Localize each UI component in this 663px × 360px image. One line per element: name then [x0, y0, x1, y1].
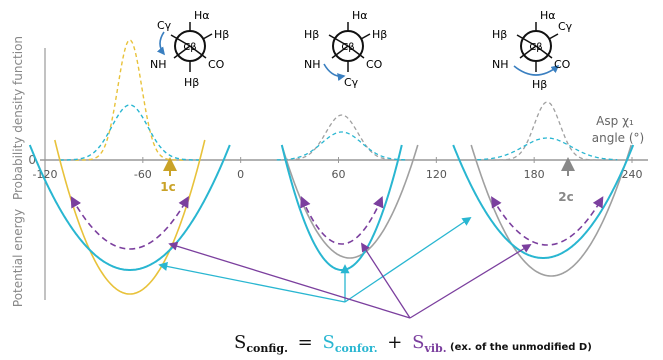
- energy-cyan-well2: [280, 144, 403, 271]
- energy-cyan-well1: [28, 144, 231, 271]
- x-tick-label: 120: [426, 168, 447, 181]
- x-tick-label: 240: [622, 168, 643, 181]
- newman-1-label-back-bottom: Hβ: [184, 76, 199, 89]
- marker-2c-label: 2c: [558, 190, 573, 204]
- pdf-gold-well1: [74, 39, 185, 161]
- x-axis-ticks: -120 -60 0 60 120 180 240: [33, 157, 643, 181]
- x-axis-label-line2: angle (°): [592, 131, 644, 145]
- equation-arrows: [158, 216, 532, 319]
- rotation-arrow-icon: [156, 31, 165, 56]
- equation-note: (ex. of the unmodified D): [450, 342, 592, 353]
- purple-arrow-2: [361, 242, 411, 319]
- rotation-arrow-icon: [323, 63, 346, 81]
- vib-level-well1: [70, 196, 189, 250]
- newman-2-label-back-bottom: Cγ: [344, 76, 359, 89]
- newman-1-label-front-left: NH: [150, 58, 167, 71]
- newman-1-label-back-right: Hβ: [214, 28, 229, 41]
- newman-projection-3: Hα Cγ Hβ NH CO Hβ Cβ: [492, 9, 573, 91]
- newman-1-label-center: Cβ: [183, 42, 196, 53]
- newman-1-label-back-top: Hα: [194, 9, 210, 22]
- newman-projection-1: Hα Hβ Cγ NH CO Hβ Cβ: [150, 9, 229, 89]
- marker-2c: 2c: [558, 157, 575, 204]
- newman-3-label-center: Cβ: [529, 42, 542, 53]
- purple-arrow-1: [168, 241, 411, 319]
- energy-gold-well1: [54, 139, 206, 295]
- rotation-arrow-icon: [513, 64, 560, 76]
- y-label-energy: Potential energy: [11, 209, 25, 307]
- pdf-gray-well2: [281, 114, 402, 161]
- vib-level-well3: [491, 196, 604, 246]
- x-tick-label: -120: [33, 168, 58, 181]
- x-tick-label: 60: [332, 168, 346, 181]
- cyan-arrow-3: [344, 216, 472, 303]
- y-label-probability: Probability density function: [11, 36, 25, 200]
- eq-S-confor: S: [322, 332, 334, 353]
- marker-1c: 1c: [160, 157, 177, 194]
- eq-vib-sub: vib.: [423, 342, 446, 355]
- vib-level-well2: [300, 195, 384, 245]
- newman-2-label-front-left: NH: [304, 58, 321, 71]
- x-axis-label-line1: Asp χ₁: [596, 114, 634, 128]
- pdf-cyan-well2: [276, 131, 407, 161]
- energy-cyan-well3: [452, 144, 635, 259]
- newman-3-label-front-left-top: Hβ: [492, 28, 507, 41]
- newman-3-label-front-left: NH: [492, 58, 509, 71]
- newman-projection-2: Hα Hβ Hβ NH CO Cγ Cβ: [304, 9, 387, 89]
- purple-arrow-3: [409, 244, 532, 319]
- x-tick-label: -60: [134, 168, 152, 181]
- eq-plus: +: [387, 332, 402, 353]
- newman-2-label-back-top: Hα: [352, 9, 368, 22]
- newman-3-label-back-bottom: Hβ: [532, 78, 547, 91]
- newman-2-label-front-right: CO: [366, 58, 383, 71]
- x-tick-label: 180: [524, 168, 545, 181]
- eq-S-vib: S: [412, 332, 424, 353]
- newman-1-label-front-top: Cγ: [157, 19, 172, 32]
- newman-1-label-front-right: CO: [208, 58, 225, 71]
- newman-3-label-front-right: CO: [554, 58, 571, 71]
- newman-2-label-front-left-top: Hβ: [304, 28, 319, 41]
- newman-2-label-back-right: Hβ: [372, 28, 387, 41]
- energy-gray-well3: [470, 144, 632, 277]
- eq-confor-sub: confor.: [335, 342, 378, 355]
- newman-3-label-back-right: Cγ: [558, 20, 573, 33]
- eq-equals: =: [298, 332, 313, 353]
- pdf-cyan-well3: [477, 137, 618, 161]
- x-tick-label: 0: [237, 168, 244, 181]
- entropy-equation: Sconfig. = Sconfor. + Svib.: [234, 332, 447, 357]
- newman-3-label-back-top: Hα: [540, 9, 556, 22]
- x-axis-zero-label: 0: [28, 153, 36, 167]
- marker-1c-label: 1c: [160, 180, 175, 194]
- newman-2-label-center: Cβ: [341, 42, 354, 53]
- curves-layer: [28, 39, 635, 295]
- pdf-cyan-well1: [59, 104, 200, 161]
- pdf-gray-well3: [492, 101, 603, 161]
- cyan-arrow-1: [158, 261, 346, 303]
- eq-S-config: S: [234, 332, 246, 353]
- eq-config-sub: config.: [246, 342, 288, 355]
